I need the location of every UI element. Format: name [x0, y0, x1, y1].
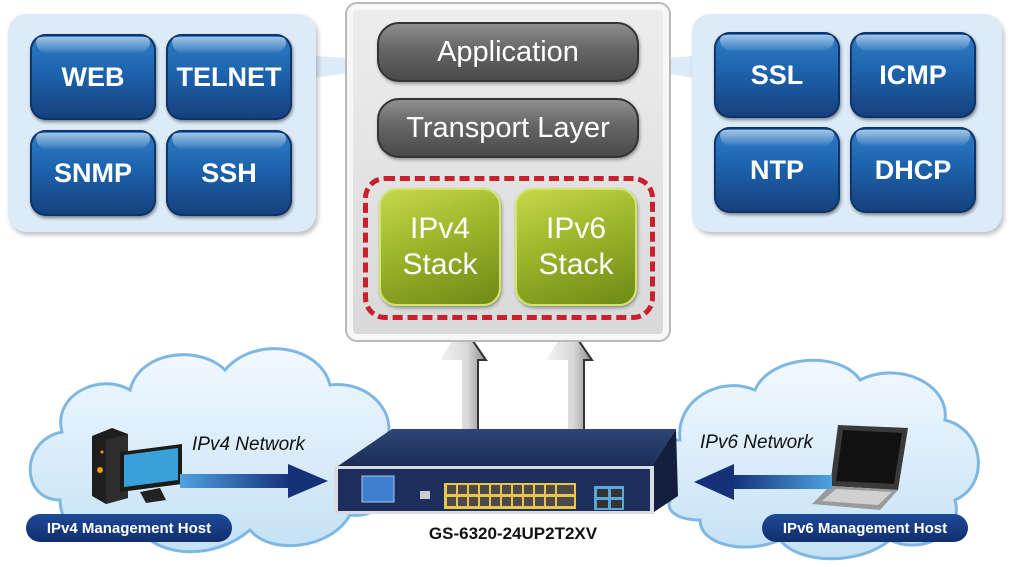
protocol-icmp: ICMP — [850, 32, 976, 118]
uplink-ports — [597, 489, 622, 508]
protocol-ssh: SSH — [166, 130, 292, 216]
ipv6-network-label: IPv6 Network — [700, 432, 813, 453]
ipv4-stack: IPv4 Stack — [379, 188, 501, 306]
ipv6-host-label: IPv6 Management Host — [762, 514, 968, 542]
ipv4-cloud — [28, 347, 398, 554]
protocol-label: SSH — [201, 157, 257, 188]
ipv6-stack-line2: Stack — [538, 248, 614, 281]
ipv6-network-arrow — [694, 464, 832, 500]
ipv6-up-arrow — [546, 324, 594, 442]
transport-layer: Transport Layer — [377, 98, 639, 158]
laptop-icon — [812, 425, 908, 510]
protocol-label: NTP — [750, 154, 804, 185]
ipv4-up-arrow — [440, 324, 488, 442]
application-layer: Application — [377, 22, 639, 82]
protocol-label: WEB — [61, 61, 125, 92]
ipv4-network-label: IPv4 Network — [192, 434, 305, 455]
ipv4-network-arrow — [180, 464, 328, 498]
protocol-ntp: NTP — [714, 127, 840, 213]
protocol-label: SNMP — [53, 157, 132, 188]
protocol-snmp: SNMP — [30, 130, 156, 216]
ipv6-stack: IPv6 Stack — [515, 188, 637, 306]
protocol-label: TELNET — [176, 61, 282, 92]
ipv4-stack-line1: IPv4 — [409, 212, 471, 245]
protocol-web: WEB — [30, 34, 156, 120]
ipv6-cloud — [645, 358, 980, 561]
protocol-label: ICMP — [879, 59, 947, 90]
switch-device-icon — [334, 429, 678, 514]
ipv4-host-label: IPv4 Management Host — [26, 514, 232, 542]
protocol-label: SSL — [750, 59, 804, 90]
protocol-telnet: TELNET — [166, 34, 292, 120]
desktop-computer-icon — [92, 428, 182, 504]
ipv4-stack-line2: Stack — [402, 248, 478, 281]
ipv6-stack-line1: IPv6 — [545, 212, 607, 245]
dual-stack-boundary — [363, 176, 655, 320]
rj45-ports — [447, 485, 574, 506]
protocol-dhcp: DHCP — [850, 127, 976, 213]
device-model-label: GS-6320-24UP2T2XV — [428, 524, 598, 543]
protocol-ssl: SSL — [714, 32, 840, 118]
protocol-label: DHCP — [874, 154, 952, 185]
